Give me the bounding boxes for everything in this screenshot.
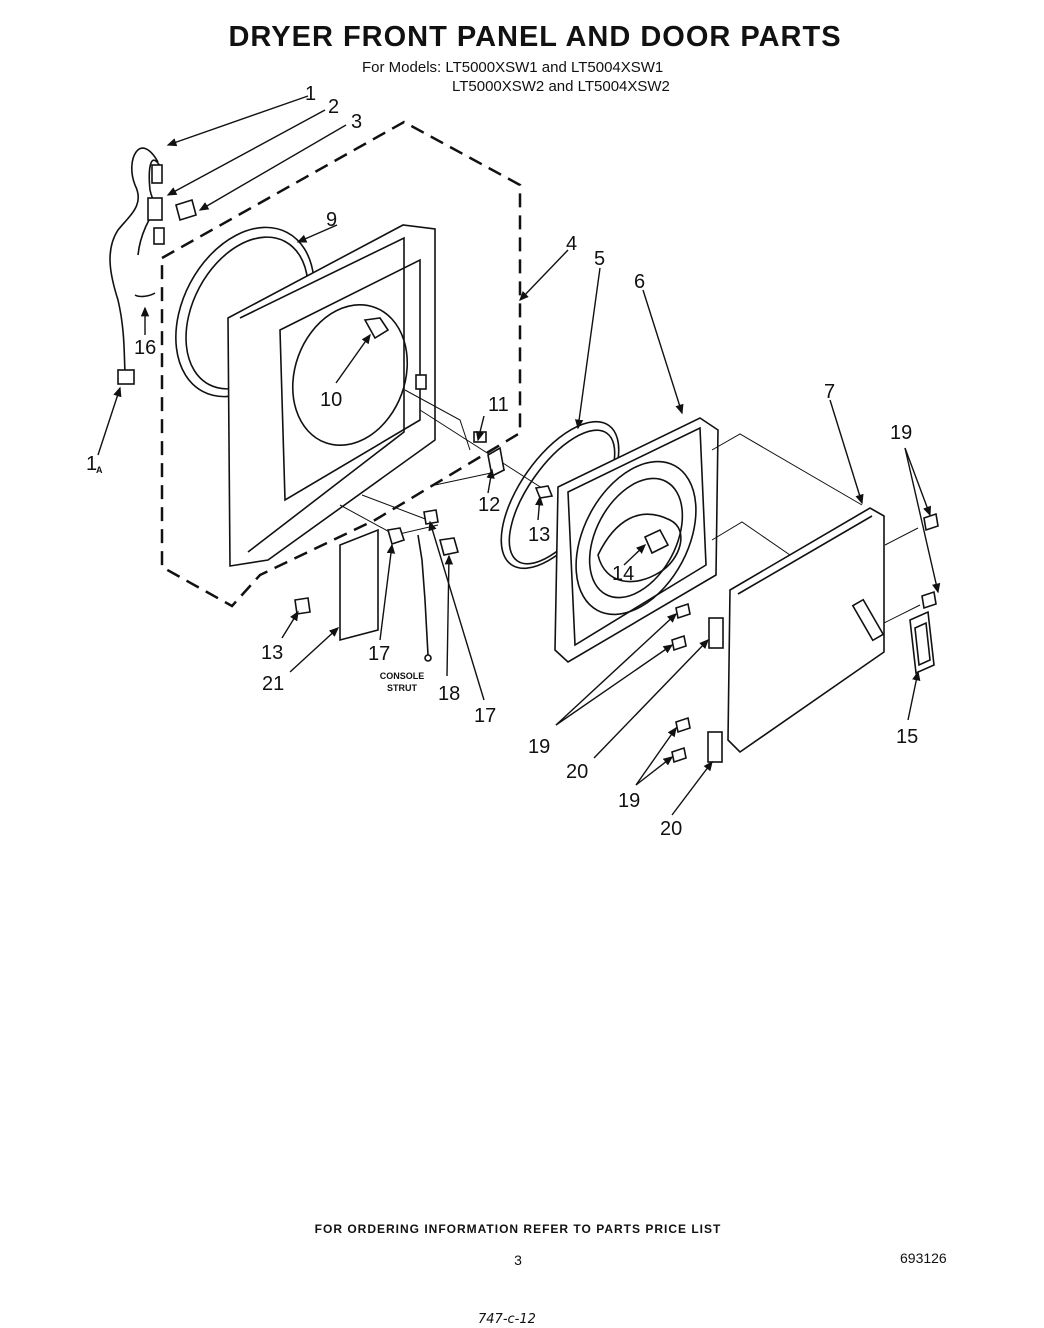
callout-19-middle: 19 bbox=[528, 736, 550, 758]
callout-1a-number: 1 bbox=[86, 453, 97, 475]
hinges-and-screws bbox=[671, 512, 939, 764]
inner-door-panel bbox=[554, 417, 719, 663]
callout-20-lower: 20 bbox=[660, 818, 682, 840]
console-strut-label-line2: STRUT bbox=[387, 683, 417, 693]
callout-10: 10 bbox=[320, 389, 342, 411]
callout-1: 1 bbox=[305, 83, 316, 105]
callout-16: 16 bbox=[134, 337, 156, 359]
callout-9: 9 bbox=[326, 209, 337, 231]
callout-17-right: 17 bbox=[474, 705, 496, 727]
callout-3: 3 bbox=[351, 111, 362, 133]
callout-5: 5 bbox=[594, 248, 605, 270]
callout-17-left: 17 bbox=[368, 643, 390, 665]
callout-2: 2 bbox=[328, 96, 339, 118]
callout-15: 15 bbox=[896, 726, 918, 748]
callout-19-upper: 19 bbox=[890, 422, 912, 444]
ordering-info-footer: FOR ORDERING INFORMATION REFER TO PARTS … bbox=[315, 1222, 722, 1236]
hidden-line-2 bbox=[361, 494, 429, 521]
callout-18: 18 bbox=[438, 683, 460, 705]
outer-door-panel bbox=[727, 507, 885, 754]
small-parts-lower bbox=[294, 446, 554, 662]
callout-14: 14 bbox=[612, 563, 634, 585]
callout-6: 6 bbox=[634, 271, 645, 293]
callout-19-lower: 19 bbox=[618, 790, 640, 812]
hidden-line-7 bbox=[884, 527, 919, 546]
callout-21: 21 bbox=[262, 673, 284, 695]
models-line-2: LT5000XSW2 and LT5004XSW2 bbox=[452, 78, 670, 95]
callout-13-upper: 13 bbox=[528, 524, 550, 546]
document-number: 693126 bbox=[900, 1250, 947, 1266]
callout-12: 12 bbox=[478, 494, 500, 516]
handwritten-note: 747-c-12 bbox=[478, 1312, 536, 1327]
callout-20-upper: 20 bbox=[566, 761, 588, 783]
front-panel bbox=[227, 224, 487, 567]
models-line-1: For Models: LT5000XSW1 and LT5004XSW1 bbox=[362, 59, 663, 76]
callout-numbers: 1 2 3 4 5 6 7 9 10 11 12 13 13 14 15 16 … bbox=[86, 83, 918, 840]
hidden-line-8 bbox=[879, 604, 921, 626]
console-strut-label-line1: CONSOLE bbox=[380, 671, 425, 681]
callout-1a-suffix: A bbox=[96, 465, 103, 475]
leader-lines bbox=[97, 95, 941, 816]
page-number: 3 bbox=[514, 1252, 522, 1268]
page-title: DRYER FRONT PANEL AND DOOR PARTS bbox=[228, 21, 841, 53]
callout-7: 7 bbox=[824, 381, 835, 403]
hidden-line-5 bbox=[711, 433, 863, 506]
callout-13-lower: 13 bbox=[261, 642, 283, 664]
callout-4: 4 bbox=[566, 233, 577, 255]
callout-11: 11 bbox=[488, 394, 509, 416]
cabinet-outline-dashed bbox=[160, 120, 522, 608]
wire-harness bbox=[109, 147, 197, 385]
hidden-line-6 bbox=[711, 521, 791, 556]
